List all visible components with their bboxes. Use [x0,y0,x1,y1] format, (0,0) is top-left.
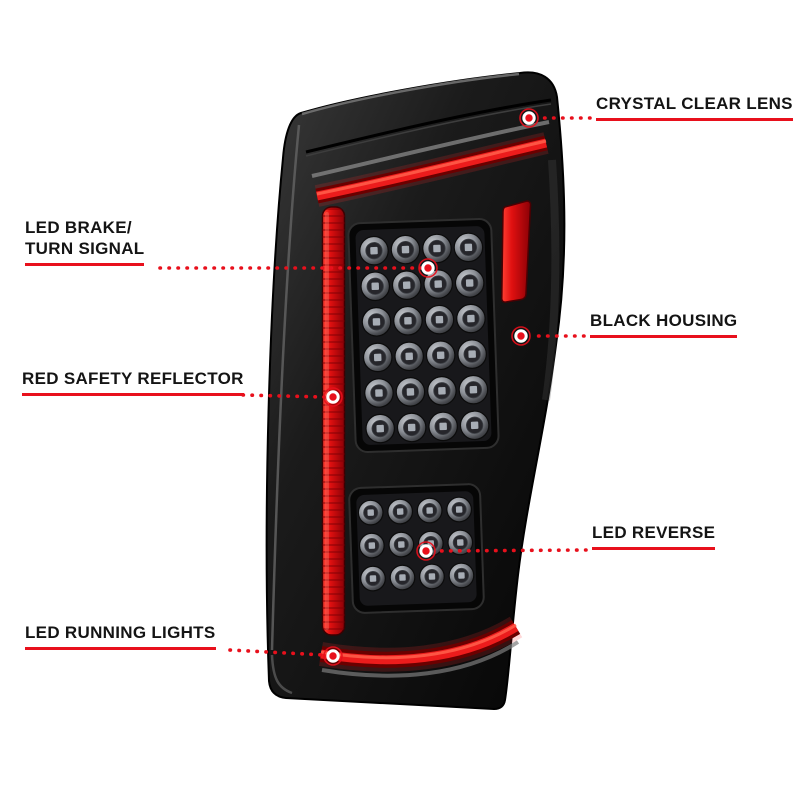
callout-label-red-safety-reflector: RED SAFETY REFLECTOR [22,369,244,396]
lower-led-panel [348,483,485,614]
callout-led-running-lights: LED RUNNING LIGHTS [25,623,216,650]
callout-led-brake-turn-signal: LED BRAKE/ TURN SIGNAL [25,217,145,266]
leader-black-housing [511,326,586,346]
top-light-bar [311,120,550,207]
right-red-lens-segment [501,200,532,303]
bottom-light-bar [319,616,523,678]
callout-label-line1: LED BRAKE/ [25,218,132,237]
leader-led-running-lights [228,646,343,666]
callout-led-reverse: LED REVERSE [592,523,716,550]
callout-label-black-housing: BLACK HOUSING [590,311,738,338]
callout-label-led-running-lights: LED RUNNING LIGHTS [25,623,216,650]
upper-led-array [359,232,490,444]
leader-crystal-clear-lens [519,108,592,128]
callout-label-led-brake-turn-signal: LED BRAKE/ TURN SIGNAL [25,217,145,266]
callout-label-crystal-clear-lens: CRYSTAL CLEAR LENS [596,94,793,121]
callout-label-line2: TURN SIGNAL [25,239,145,258]
lower-led-array [357,496,475,592]
upper-led-panel [347,218,500,454]
callout-black-housing: BLACK HOUSING [590,311,738,338]
callout-label-led-reverse: LED REVERSE [592,523,716,550]
leader-led-brake-turn-signal [158,258,439,278]
callout-red-safety-reflector: RED SAFETY REFLECTOR [22,369,244,396]
leader-red-safety-reflector [241,387,343,407]
red-reflector-strip [321,206,346,636]
callout-crystal-clear-lens: CRYSTAL CLEAR LENS [596,94,793,121]
leader-led-reverse [416,541,588,561]
